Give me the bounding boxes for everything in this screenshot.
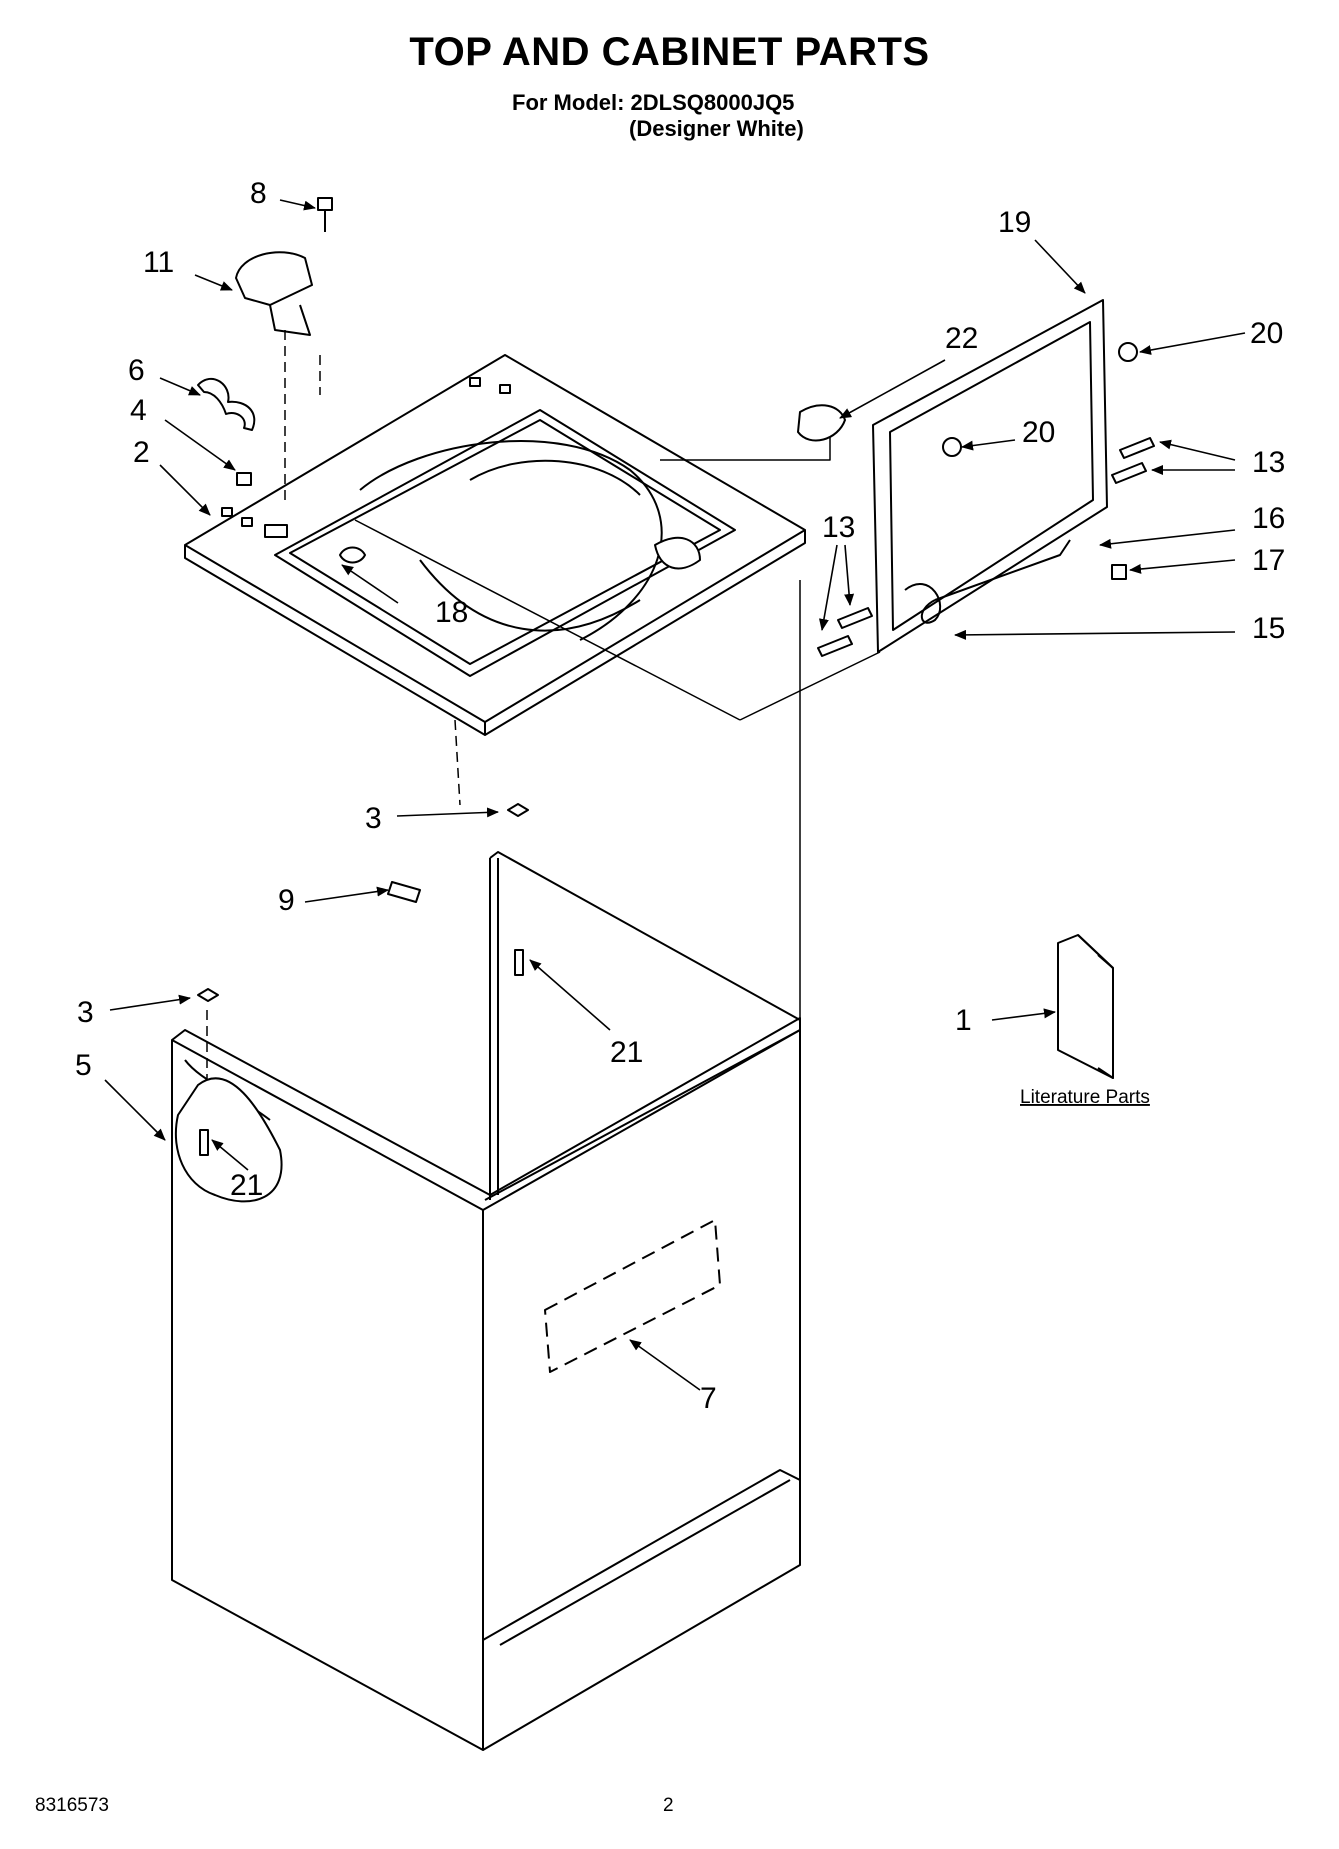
callout-19: 19 [998, 206, 1031, 239]
label-outline [544, 1219, 721, 1373]
model-line: For Model: 2DLSQ8000JQ5 [512, 90, 795, 115]
callout-22: 22 [945, 322, 978, 355]
callout-21-bottom: 21 [230, 1169, 263, 1202]
document-number: 8316573 [35, 1795, 109, 1816]
callout-20-top: 20 [1250, 317, 1283, 350]
callout-3-left: 3 [77, 996, 94, 1029]
callout-13-right: 13 [1252, 446, 1285, 479]
callout-9: 9 [278, 884, 295, 917]
callout-5: 5 [75, 1049, 92, 1082]
callout-13-left: 13 [822, 511, 855, 544]
callout-4: 4 [130, 394, 147, 427]
callout-20-mid: 20 [1022, 416, 1055, 449]
callout-16: 16 [1252, 502, 1285, 535]
callout-2: 2 [133, 436, 150, 469]
color-line: (Designer White) [629, 116, 804, 141]
callout-1: 1 [955, 1004, 972, 1037]
washer-top-panel [184, 354, 806, 736]
callout-3-top: 3 [365, 802, 382, 835]
cabinet-body [171, 851, 801, 1751]
callout-21-top: 21 [610, 1036, 643, 1069]
callout-7: 7 [700, 1382, 717, 1415]
callout-15: 15 [1252, 612, 1285, 645]
callout-numbers: 8 11 6 4 2 18 22 19 20 20 13 16 17 15 13… [75, 177, 1285, 1415]
literature-parts-label: Literature Parts [1020, 1087, 1150, 1108]
callout-18: 18 [435, 596, 468, 629]
callout-11: 11 [143, 246, 174, 279]
callout-6: 6 [128, 354, 145, 387]
page-title: TOP AND CABINET PARTS [409, 30, 930, 74]
page-number: 2 [663, 1795, 674, 1816]
callout-arrows [104, 199, 1246, 1391]
callout-8: 8 [250, 177, 267, 210]
leader-lines [206, 330, 881, 1080]
lid-frame [872, 299, 1108, 653]
small-parts [197, 197, 1155, 1156]
callout-17: 17 [1252, 544, 1285, 577]
